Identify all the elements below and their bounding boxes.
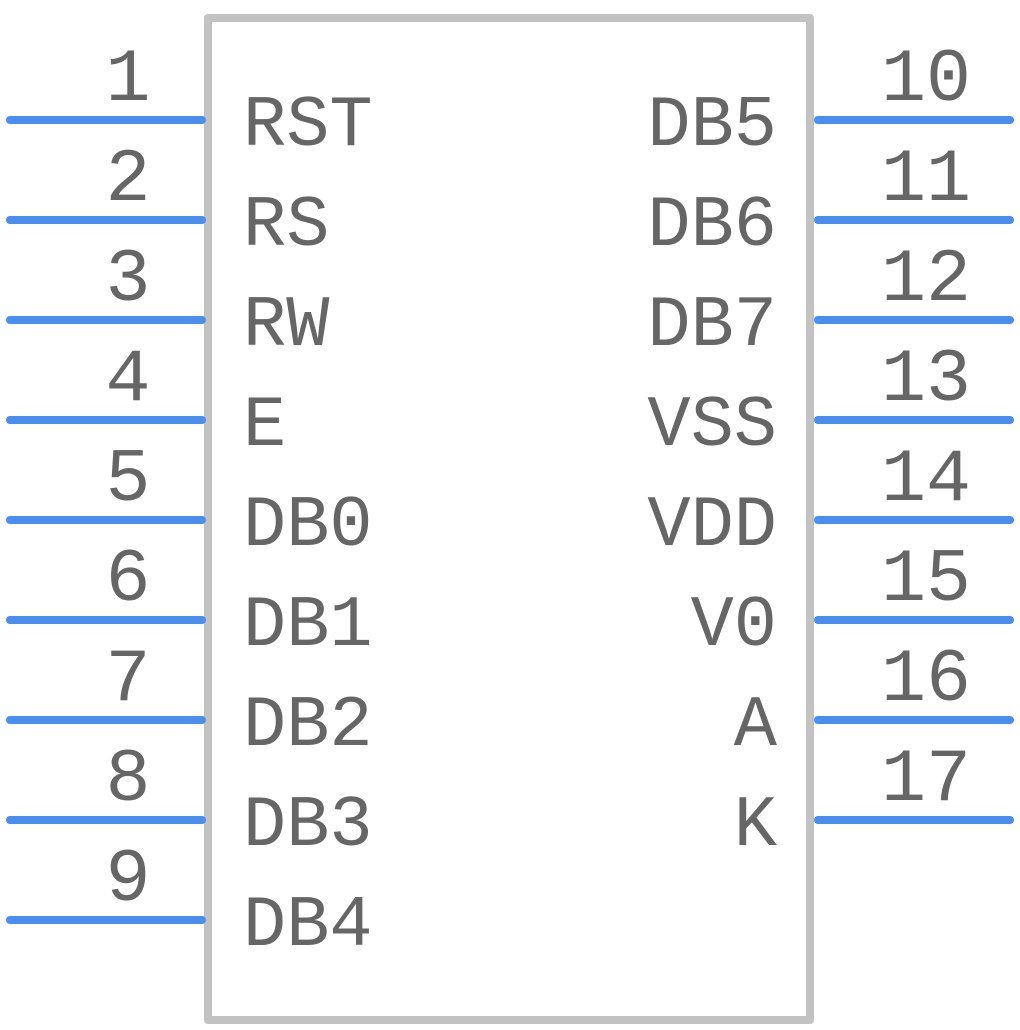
pin-number: 8 [105, 738, 150, 823]
pin-4: 4E [6, 338, 286, 467]
pin-label: RW [243, 285, 330, 367]
pin-number: 3 [105, 238, 150, 323]
pin-number: 15 [881, 538, 971, 623]
pin-label: E [243, 385, 286, 467]
pin-label: VSS [647, 385, 777, 467]
pin-number: 12 [881, 238, 971, 323]
pin-number: 7 [105, 638, 150, 723]
pin-label: DB0 [243, 485, 373, 567]
pin-2: 2RS [6, 138, 329, 267]
pin-label: DB6 [647, 185, 777, 267]
pin-number: 5 [105, 438, 150, 523]
pin-label: DB2 [243, 685, 373, 767]
pin-number: 6 [105, 538, 150, 623]
pin-number: 2 [105, 138, 150, 223]
pin-number: 16 [881, 638, 971, 723]
pin-number: 11 [881, 138, 971, 223]
pin-label: K [734, 785, 778, 867]
pin-number: 4 [105, 338, 150, 423]
pin-label: DB5 [647, 85, 777, 167]
pin-label: DB7 [647, 285, 777, 367]
pin-label: RST [243, 85, 373, 167]
pin-label: A [734, 685, 778, 767]
pin-label: DB3 [243, 785, 373, 867]
pin-16: 16A [734, 638, 1014, 767]
pin-label: VDD [647, 485, 777, 567]
component-body [204, 14, 814, 1024]
pin-number: 9 [105, 838, 150, 923]
pin-label: RS [243, 185, 329, 267]
pin-3: 3RW [6, 238, 330, 367]
pin-number: 10 [881, 38, 971, 123]
pin-number: 14 [881, 438, 971, 523]
pin-number: 1 [105, 38, 150, 123]
pin-number: 13 [881, 338, 971, 423]
pin-label: V0 [691, 585, 777, 667]
pin-17: 17K [734, 738, 1014, 867]
pin-label: DB4 [243, 885, 373, 967]
pin-label: DB1 [243, 585, 373, 667]
pin-number: 17 [881, 738, 971, 823]
